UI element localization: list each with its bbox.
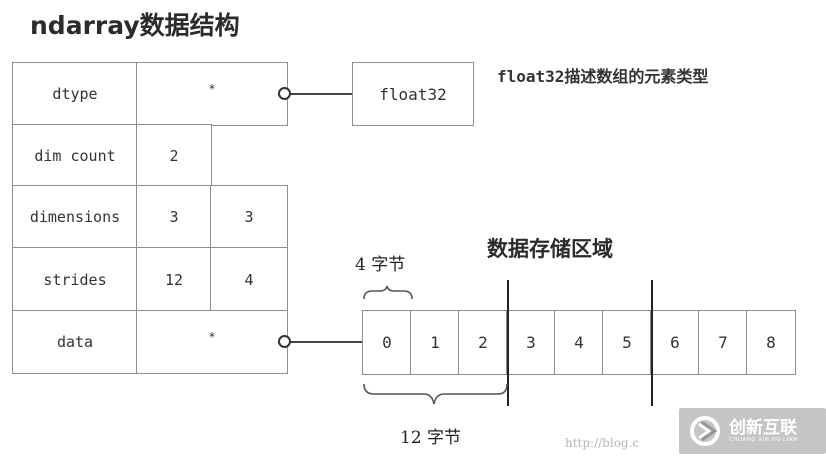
storage-cell: 2	[458, 310, 508, 375]
float32-box-label: float32	[379, 84, 447, 104]
storage-cell: 8	[746, 310, 796, 375]
diagram-title: ndarray数据结构	[30, 11, 240, 40]
storage-cell-value: 3	[526, 333, 536, 352]
watermark-brand: 创新互联	[729, 418, 797, 438]
storage-cell-value: 4	[574, 333, 584, 352]
strides-label: strides	[43, 270, 107, 289]
dimensions-label: dimensions	[29, 208, 121, 226]
large-brace	[363, 383, 508, 405]
bytes-small-label: 4 字节	[355, 255, 406, 275]
dimensions-value-0: 3	[169, 208, 179, 226]
watermark-logo: 创新互联 CHUANG XIN HU LIAN	[679, 408, 826, 454]
storage-title: 数据存储区域	[487, 237, 613, 261]
storage-cell-value: 0	[382, 333, 392, 352]
watermark-url: http://blog.c	[565, 436, 640, 450]
strides-value-1-cell: 4	[210, 247, 288, 312]
data-label: data	[56, 333, 94, 351]
data-connector-line	[291, 341, 362, 343]
storage-cell-value: 6	[670, 333, 680, 352]
storage-cell-value: 8	[766, 333, 776, 352]
storage-cell: 0	[362, 310, 412, 375]
storage-cell: 4	[554, 310, 604, 375]
row-separator-1	[507, 280, 509, 406]
storage-cell: 3	[506, 310, 556, 375]
strides-label-cell: strides	[12, 247, 138, 312]
dtype-pointer: *	[208, 82, 216, 96]
dtype-connector-line	[291, 93, 352, 95]
strides-value-0-cell: 12	[136, 247, 212, 312]
storage-cell-value: 5	[622, 333, 632, 352]
data-label-cell: data	[12, 310, 138, 374]
strides-value-1: 4	[244, 270, 254, 289]
dimcount-value-cell: 2	[136, 124, 212, 187]
data-connector-node	[278, 335, 291, 348]
dimensions-label-cell: dimensions	[12, 185, 138, 249]
storage-cell-value: 7	[718, 333, 728, 352]
dimcount-value: 2	[169, 146, 179, 165]
dimensions-value-1: 3	[244, 208, 254, 226]
dtype-connector-node	[278, 87, 291, 100]
dtype-caption: float32描述数组的元素类型	[497, 67, 709, 86]
row-separator-2	[651, 280, 653, 406]
small-brace	[363, 285, 413, 300]
dimensions-value-0-cell: 3	[136, 185, 212, 249]
storage-cell: 5	[602, 310, 652, 375]
storage-cell-value: 1	[430, 333, 440, 352]
dtype-label: dtype	[52, 85, 98, 103]
brand-logo-icon	[690, 416, 720, 446]
data-pointer: *	[208, 330, 216, 344]
dimcount-label: dim count	[34, 146, 116, 165]
float32-box: float32	[352, 62, 474, 126]
storage-cell: 1	[410, 310, 460, 375]
bytes-large-label: 12 字节	[400, 428, 462, 448]
storage-cell-value: 2	[478, 333, 488, 352]
watermark-brand-sub: CHUANG XIN HU LIAN	[729, 437, 798, 443]
data-pointer-cell: *	[136, 310, 288, 374]
storage-cell: 7	[698, 310, 748, 375]
dtype-label-cell: dtype	[12, 62, 138, 126]
strides-value-0: 12	[164, 270, 184, 289]
